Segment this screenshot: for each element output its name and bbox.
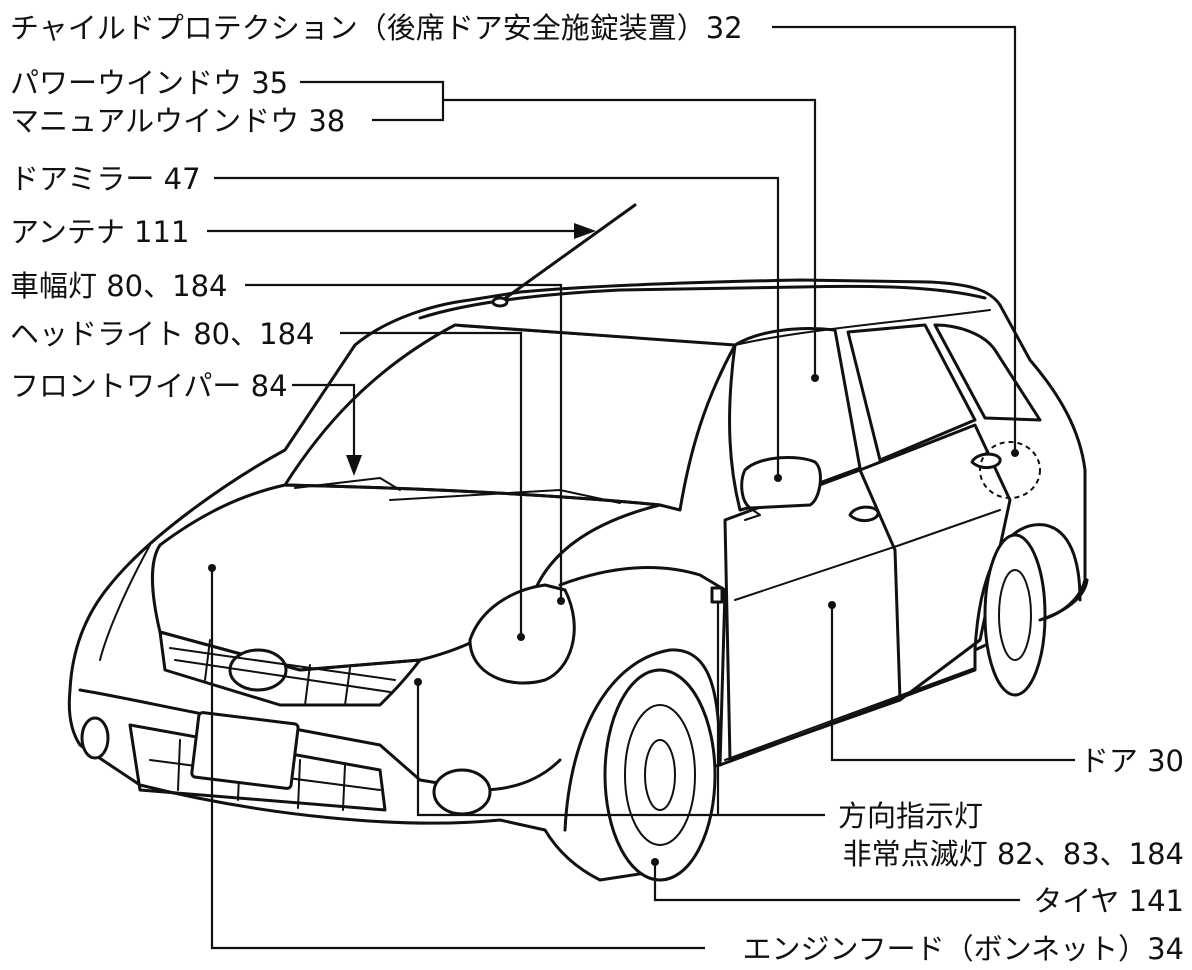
front-door-handle [848,505,880,523]
label-turn-signal: 方向指示灯 [838,799,983,833]
leader-window-common [443,98,817,378]
leader-door [830,605,1075,762]
front-tire [603,668,717,882]
label-engine-hood: エンジンフード（ボンネット）34 [743,932,1184,965]
front-bumper [78,688,562,792]
leader-engine-hood [210,568,705,950]
wiper-blade-left [294,477,401,491]
leader-side-light [245,283,563,601]
mirror-stalk [744,507,761,521]
rear-door-handle [970,452,1002,470]
quarter-window [933,323,1042,422]
dot-tire [651,858,659,866]
leader-turn-signal-front [416,682,825,817]
dot-window [811,374,819,382]
rear-door [858,423,1012,702]
dot-door-mirror [774,474,782,482]
hood-crease [99,544,151,661]
child-lock-highlight [979,441,1041,499]
windshield [283,323,737,512]
rear-rim [998,569,1032,661]
door-mirror [740,456,822,510]
rear-wheel-arch [973,523,1082,652]
label-hazard-light: 非常点滅灯 82、83、184 [843,837,1184,871]
label-headlight: ヘッドライト 80、184 [10,317,314,351]
label-side-light: 車幅灯 80、184 [10,269,227,303]
roof-rack [418,284,987,320]
dot-engine-hood [208,564,216,572]
antenna-base [491,296,509,308]
fog-light-left [80,716,110,760]
label-antenna: アンテナ 111 [10,215,189,249]
dot-headlight [517,633,525,641]
license-plate [190,711,300,790]
labels: チャイルドプロテクション（後席ドア安全施錠装置）32 パワーウインドウ 35 マ… [10,11,1184,966]
side-marker [710,586,724,604]
fog-light-right [432,768,492,816]
front-grille [158,630,422,707]
car-body-outline [67,278,1087,882]
front-fender [558,566,727,767]
grille-bars [169,639,396,706]
rear-tire [983,533,1047,697]
label-front-wiper: フロントワイパー 84 [10,369,288,403]
leader-lines [207,25,1075,950]
label-door: ドア 30 [1080,744,1184,778]
rear-door-window [846,323,977,462]
leader-door-mirror [214,176,780,478]
emblem [228,648,288,692]
label-manual-window: マニュアルウインドウ 38 [10,104,345,138]
front-rim [624,704,696,846]
label-power-window: パワーウインドウ 35 [10,66,288,100]
lower-grille [128,723,387,812]
leader-front-wiper [292,383,356,458]
label-door-mirror: ドアミラー 47 [10,162,201,196]
front-door [723,468,902,762]
roof-edge [459,309,991,346]
door-character-line [734,509,1001,601]
leader-child-protection [772,25,1017,453]
dot-side-light [557,597,565,605]
dot-turn-signal-front [414,678,422,686]
leader-tire [653,862,1020,902]
front-wheel-arch [563,648,722,832]
arrow-antenna [574,223,596,239]
side-sill [724,667,976,761]
front-hub [644,739,676,811]
label-child-protection: チャイルドプロテクション（後席ドア安全施錠装置）32 [10,11,743,45]
rear-bumper [1038,578,1089,622]
leader-headlight [340,331,523,637]
dot-child-protection [1011,449,1019,457]
arrow-front-wiper [346,455,362,476]
dot-door [828,601,836,609]
car-illustration [67,203,1089,882]
label-tire: タイヤ 141 [1033,884,1184,918]
